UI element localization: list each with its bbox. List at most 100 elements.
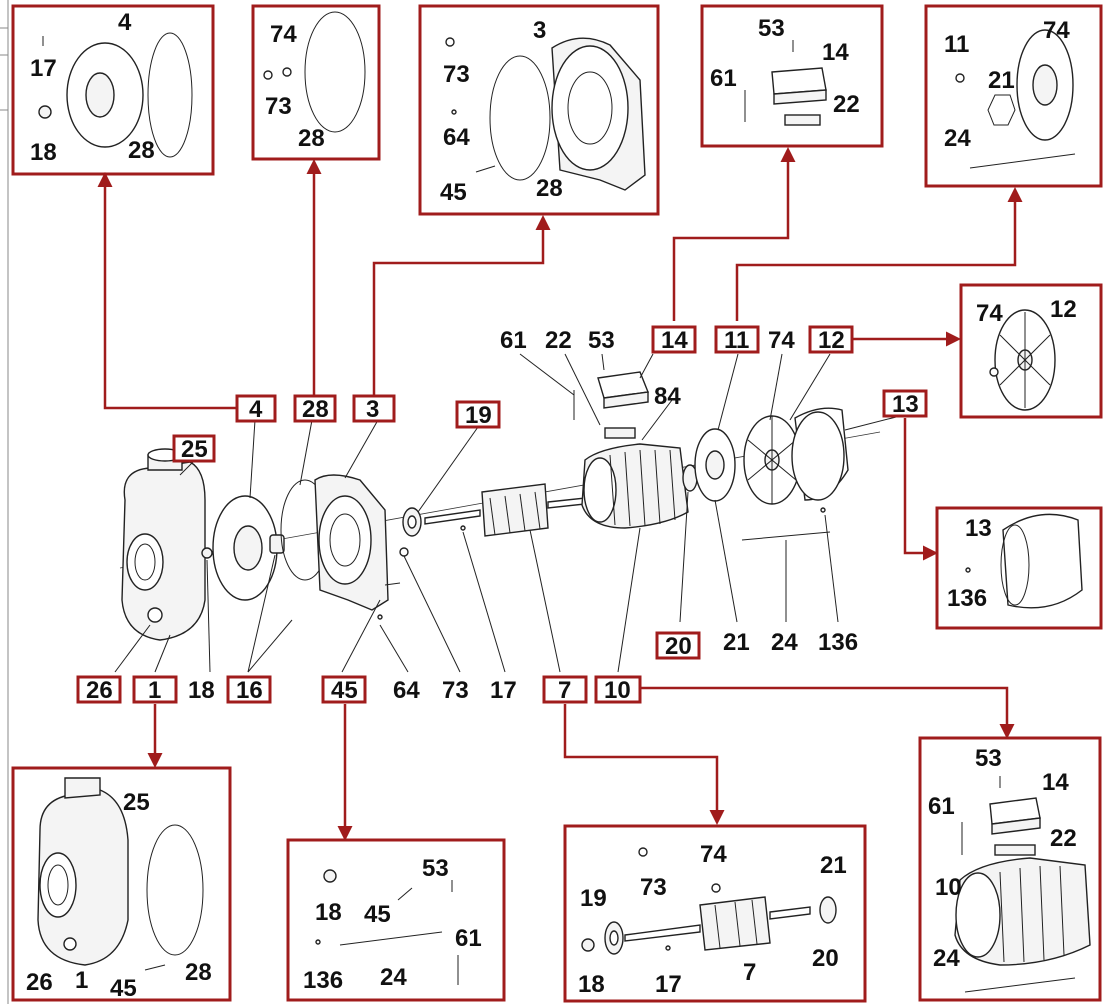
label-22: 22 <box>545 327 572 354</box>
detail-panel-fan: 74 12 <box>959 283 1103 419</box>
part-number-label: 26 <box>26 969 53 996</box>
connector-arrows <box>97 147 1023 841</box>
label-24: 24 <box>771 629 798 656</box>
impeller <box>212 495 278 601</box>
part-number-label: 17 <box>30 55 57 82</box>
tag-16: 16 <box>236 677 263 704</box>
part-number-label: 21 <box>988 67 1015 94</box>
part-number-label: 136 <box>947 585 987 612</box>
fan-cover <box>791 407 849 501</box>
part-number-label: 14 <box>1042 769 1069 796</box>
label-17: 17 <box>490 677 517 704</box>
part-number-label: 4 <box>118 9 132 36</box>
detail-panel-impeller: 4 17 18 28 <box>11 4 215 176</box>
screw-64 <box>377 614 383 620</box>
part-number-label: 61 <box>455 925 482 952</box>
washer-73 <box>399 547 409 557</box>
part-number-label: 136 <box>303 967 343 994</box>
part-number-label: 12 <box>1050 296 1077 323</box>
main-assembly <box>114 353 901 673</box>
part-number-label: 24 <box>944 125 971 152</box>
key-17 <box>460 525 466 531</box>
tag-3: 3 <box>366 396 379 423</box>
detail-panel-bracket: 3 73 64 45 28 <box>418 4 660 216</box>
part-number-label: 24 <box>380 964 407 991</box>
tag-26: 26 <box>86 677 113 704</box>
part-number-label: 21 <box>820 852 847 879</box>
label-136: 136 <box>818 629 858 656</box>
part-number-label: 20 <box>812 945 839 972</box>
part-number-label: 61 <box>710 65 737 92</box>
part-number-label: 74 <box>1043 17 1070 44</box>
part-number-label: 73 <box>640 874 667 901</box>
tag-11: 11 <box>724 327 749 354</box>
label-84: 84 <box>654 383 681 410</box>
part-number-label: 7 <box>743 959 756 986</box>
detail-panel-fasteners: 53 18 45 61 136 24 <box>286 838 506 1002</box>
label-53: 53 <box>588 327 615 354</box>
tag-7: 7 <box>558 677 571 704</box>
detail-panel-fan-cover: 13 136 <box>935 506 1103 630</box>
tie-rod <box>741 531 831 541</box>
label-18: 18 <box>188 677 215 704</box>
part-number-label: 45 <box>364 901 391 928</box>
part-number-label: 25 <box>123 789 150 816</box>
end-shield <box>694 428 736 502</box>
part-number-label: 53 <box>758 15 785 42</box>
label-21: 21 <box>723 629 750 656</box>
part-number-label: 61 <box>928 793 955 820</box>
detail-panel-terminal-box: 53 14 61 22 <box>700 4 884 148</box>
part-number-label: 73 <box>265 93 292 120</box>
part-number-label: 24 <box>933 945 960 972</box>
part-number-label: 19 <box>580 885 607 912</box>
part-number-label: 18 <box>578 971 605 998</box>
main-plain-labels: 18 64 73 17 61 22 53 84 7 4 21 24 136 <box>188 327 858 704</box>
label-64: 64 <box>393 677 420 704</box>
main-tagged-labels: 25 4 28 3 19 14 11 12 13 20 26 1 16 45 7… <box>76 325 928 704</box>
part-number-label: 45 <box>440 179 467 206</box>
part-number-label: 45 <box>110 975 137 1002</box>
detail-panel-end-shield: 11 74 21 24 <box>924 4 1103 188</box>
motor-body <box>573 371 689 529</box>
bracket <box>314 474 401 611</box>
part-number-label: 28 <box>536 175 563 202</box>
part-number-label: 64 <box>443 124 470 151</box>
part-number-label: 18 <box>30 139 57 166</box>
part-number-label: 74 <box>976 300 1003 327</box>
tag-4: 4 <box>249 396 263 423</box>
tag-28: 28 <box>302 396 329 423</box>
part-number-label: 53 <box>422 855 449 882</box>
seal <box>269 534 285 554</box>
part-number-label: 28 <box>298 125 325 152</box>
tag-10: 10 <box>604 677 631 704</box>
clip-136 <box>820 507 826 513</box>
tag-1: 1 <box>148 677 161 704</box>
label-73: 73 <box>442 677 469 704</box>
part-number-label: 17 <box>655 971 682 998</box>
tag-13: 13 <box>892 391 919 418</box>
part-number-label: 74 <box>270 21 297 48</box>
detail-panel-pump-casing: 25 26 1 45 28 <box>11 766 232 1002</box>
part-number-label: 18 <box>315 899 342 926</box>
pump-casing <box>121 448 206 641</box>
leader-lines <box>114 353 901 673</box>
label-61: 61 <box>500 327 527 354</box>
part-number-label: 22 <box>1050 825 1077 852</box>
part-number-label: 28 <box>128 137 155 164</box>
edge-artifact <box>0 0 9 1004</box>
part-number-label: 13 <box>965 515 992 542</box>
detail-panel-o-ring: 74 73 28 <box>251 4 381 161</box>
part-number-label: 11 <box>944 31 969 58</box>
part-number-label: 3 <box>533 17 546 44</box>
tag-14: 14 <box>661 327 688 354</box>
part-number-label: 22 <box>833 91 860 118</box>
tag-20: 20 <box>665 633 692 660</box>
part-number-label: 1 <box>75 967 88 994</box>
part-number-label: 14 <box>822 39 849 66</box>
part-number-label: 74 <box>700 841 727 868</box>
bearing <box>402 507 422 537</box>
detail-panel-rotor: 74 73 21 19 7 20 18 17 <box>563 824 867 1003</box>
tag-12: 12 <box>818 327 845 354</box>
part-number-label: 10 <box>935 874 962 901</box>
